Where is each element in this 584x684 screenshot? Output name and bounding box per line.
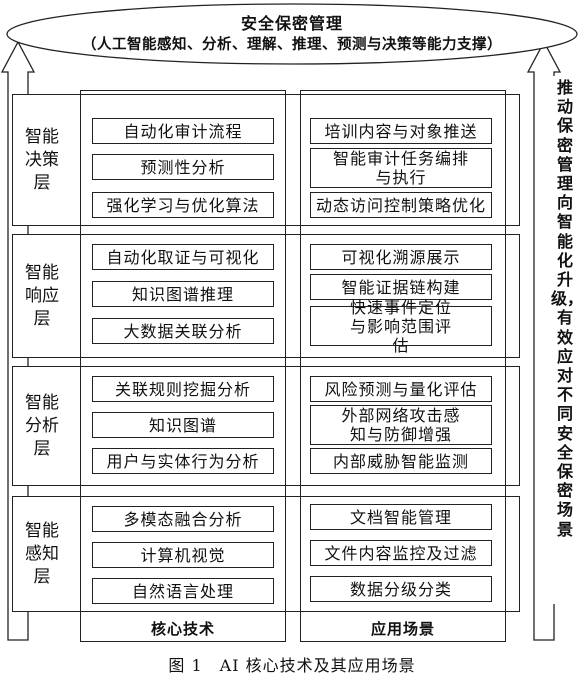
core-box: 关联规则挖掘分析 — [92, 376, 274, 402]
core-box: 自动化审计流程 — [92, 118, 274, 144]
core-box: 强化学习与优化算法 — [92, 192, 274, 218]
core-box: 多模态融合分析 — [92, 506, 274, 532]
app-box: 动态访问控制策略优化 — [310, 192, 492, 218]
app-box: 文件内容监控及过滤 — [310, 540, 492, 566]
app-box: 快速事件定位与影响范围评估 — [310, 298, 492, 355]
core-box: 自动化取证与可视化 — [92, 244, 274, 270]
side-text: 推动保密管理向智能化升级，有效应对不同安全保密场景 — [551, 78, 584, 539]
core-tech-column — [80, 90, 286, 642]
core-box: 自然语言处理 — [92, 578, 274, 604]
app-box: 智能证据链构建 — [310, 274, 492, 300]
header-ellipse — [6, 3, 578, 65]
layer-label-perception: 智能感知层 — [25, 520, 59, 587]
header-subtitle: （人工智能感知、分析、理解、推理、预测与决策等能力支撑） — [82, 37, 502, 53]
app-box: 培训内容与对象推送 — [310, 118, 492, 144]
app-box: 智能审计任务编排与执行 — [310, 148, 492, 188]
core-box: 预测性分析 — [92, 154, 274, 180]
figure-caption: 图 1 AI 核心技术及其应用场景 — [168, 656, 416, 675]
app-box: 外部网络攻击感知与防御增强 — [310, 405, 492, 445]
app-scene-column — [300, 90, 506, 642]
core-tech-column-label: 核心技术 — [150, 619, 215, 638]
app-scene-column-label: 应用场景 — [370, 619, 435, 638]
core-box: 知识图谱 — [92, 412, 274, 438]
layer-label-response: 智能响应层 — [25, 262, 59, 329]
app-box: 文档智能管理 — [310, 504, 492, 530]
core-box: 大数据关联分析 — [92, 318, 274, 344]
core-box: 用户与实体行为分析 — [92, 448, 274, 474]
layer-label-analysis: 智能分析层 — [25, 392, 59, 459]
app-box: 可视化溯源展示 — [310, 244, 492, 270]
header-title: 安全保密管理 — [240, 14, 343, 33]
app-box: 数据分级分类 — [310, 576, 492, 602]
app-box: 内部威胁智能监测 — [310, 448, 492, 474]
core-box: 计算机视觉 — [92, 542, 274, 568]
layer-label-decision: 智能决策层 — [25, 126, 59, 193]
core-box: 知识图谱推理 — [92, 281, 274, 307]
side-text-backdrop — [548, 76, 580, 604]
app-box: 风险预测与量化评估 — [310, 376, 492, 402]
